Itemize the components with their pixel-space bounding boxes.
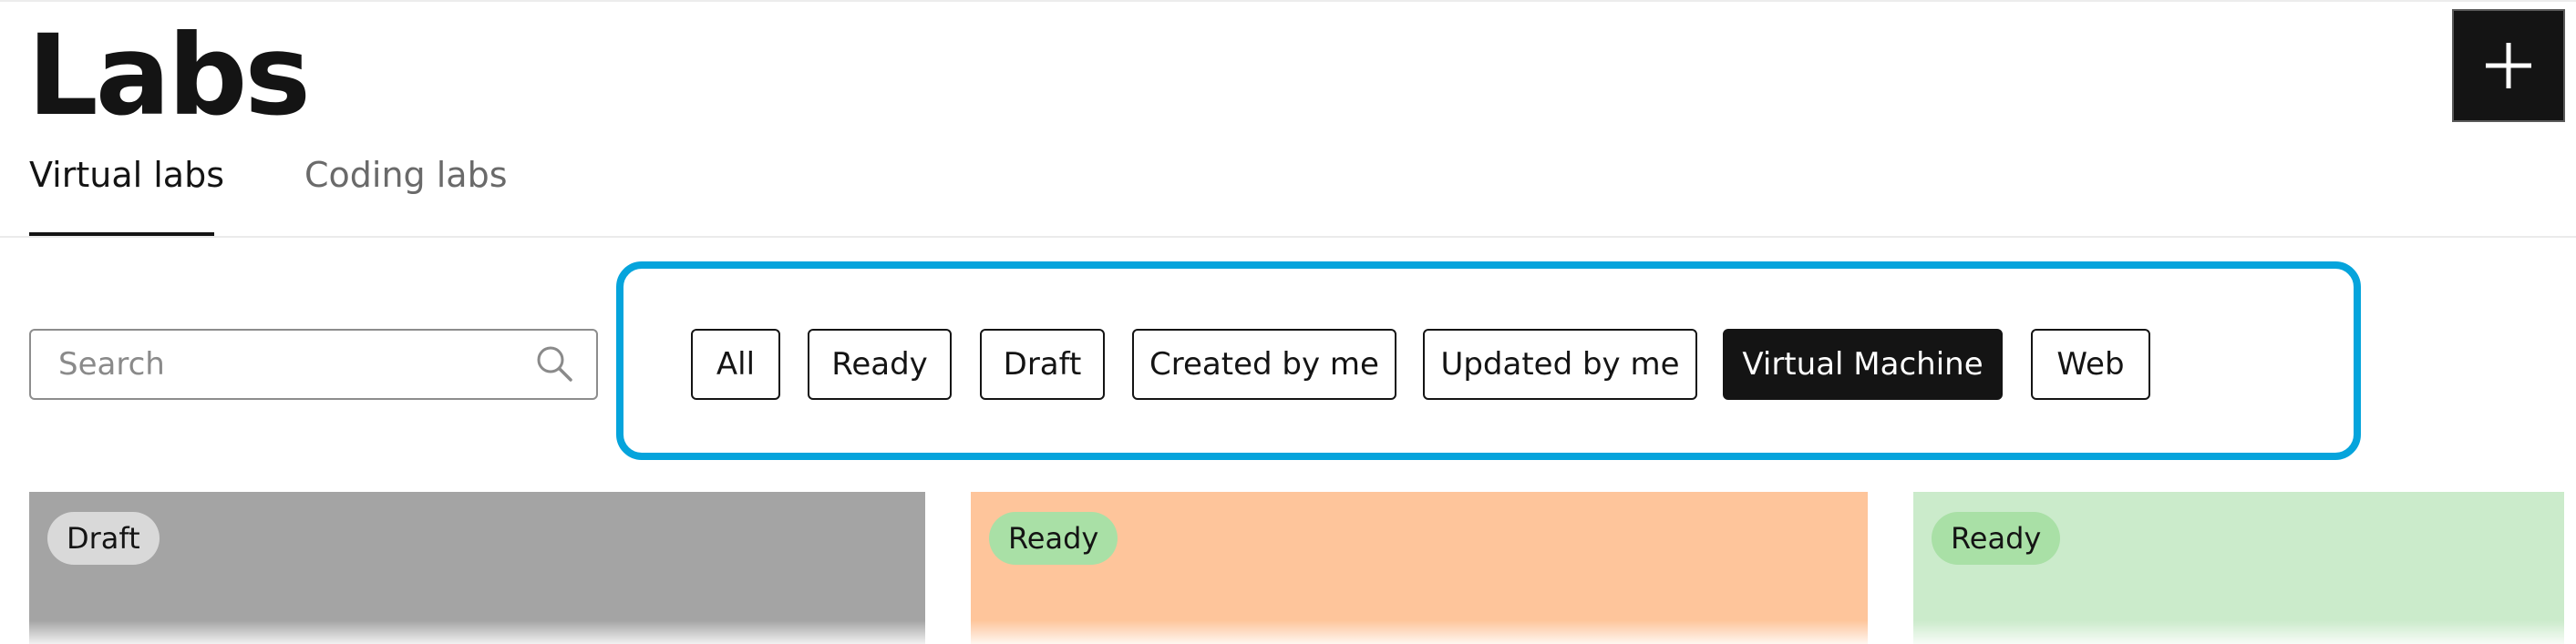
tab-coding-labs[interactable]: Coding labs bbox=[304, 155, 508, 195]
status-badge: Draft bbox=[47, 512, 160, 565]
filter-chip-web[interactable]: Web bbox=[2031, 329, 2150, 400]
filter-chip-all[interactable]: All bbox=[691, 329, 780, 400]
top-border bbox=[0, 0, 2576, 2]
search-box bbox=[29, 329, 598, 400]
filter-group-highlight bbox=[616, 261, 2361, 460]
filter-chip-draft[interactable]: Draft bbox=[980, 329, 1105, 400]
filter-chip-virtual-machine[interactable]: Virtual Machine bbox=[1723, 329, 2003, 400]
add-lab-button[interactable] bbox=[2452, 9, 2565, 122]
status-badge: Ready bbox=[989, 512, 1118, 565]
search-icon[interactable] bbox=[534, 343, 574, 383]
search-input[interactable] bbox=[31, 331, 523, 398]
filter-chip-updated-by-me[interactable]: Updated by me bbox=[1423, 329, 1697, 400]
plus-icon bbox=[2486, 43, 2531, 88]
tab-virtual-labs[interactable]: Virtual labs bbox=[29, 155, 225, 195]
status-badge: Ready bbox=[1932, 512, 2061, 565]
page-title: Labs bbox=[27, 11, 311, 140]
tabs-divider bbox=[0, 236, 2576, 238]
lab-card[interactable]: Draft bbox=[29, 492, 925, 644]
filter-chip-created-by-me[interactable]: Created by me bbox=[1132, 329, 1396, 400]
active-tab-indicator bbox=[29, 232, 214, 237]
lab-card[interactable]: Ready bbox=[971, 492, 1868, 644]
lab-card[interactable]: Ready bbox=[1913, 492, 2564, 644]
filter-chip-ready[interactable]: Ready bbox=[808, 329, 952, 400]
